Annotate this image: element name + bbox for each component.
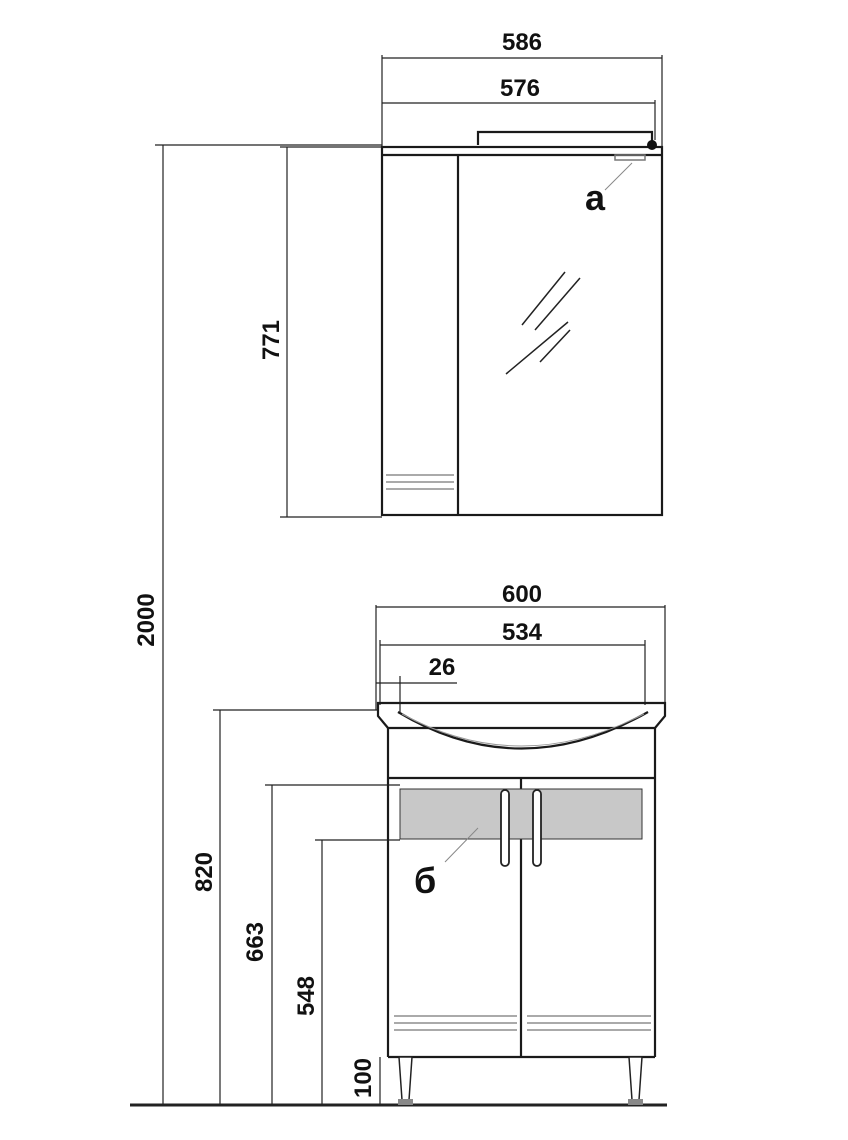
door-handle-right [532, 789, 542, 867]
dimension-total-height: 2000 [133, 144, 382, 1105]
callout-b: б [414, 860, 436, 901]
callout-a: а [585, 177, 606, 218]
lamp [476, 130, 657, 161]
panel-height-label: 548 [293, 976, 320, 1016]
mirror-height-label: 771 [258, 320, 285, 360]
offset-label: 26 [429, 654, 456, 681]
door-handle-left [500, 789, 510, 867]
leg-height-label: 100 [350, 1058, 377, 1098]
vanity-height-label: 820 [191, 852, 218, 892]
total-height-label: 2000 [133, 593, 160, 646]
mirror-inner-width-label: 576 [500, 75, 540, 102]
panel-b [399, 788, 643, 840]
mirror-reflection-icon [505, 271, 581, 375]
dimension-mirror-height: 771 [258, 146, 382, 518]
vanity-outer-width-label: 600 [502, 581, 542, 608]
mirror-outer-width-label: 586 [502, 29, 542, 56]
vanity-unit: б [376, 701, 667, 1105]
mirror-cabinet: а [380, 130, 664, 517]
leg-right [628, 1056, 643, 1105]
leg-left [398, 1056, 413, 1105]
band-height-label: 663 [242, 922, 269, 962]
basin-width-label: 534 [502, 619, 543, 646]
dimension-mirror-width: 586 576 [381, 29, 663, 147]
dimension-vanity-widths: 600 534 26 [375, 581, 666, 712]
dimension-vanity-heights: 820 663 548 100 [191, 709, 400, 1105]
